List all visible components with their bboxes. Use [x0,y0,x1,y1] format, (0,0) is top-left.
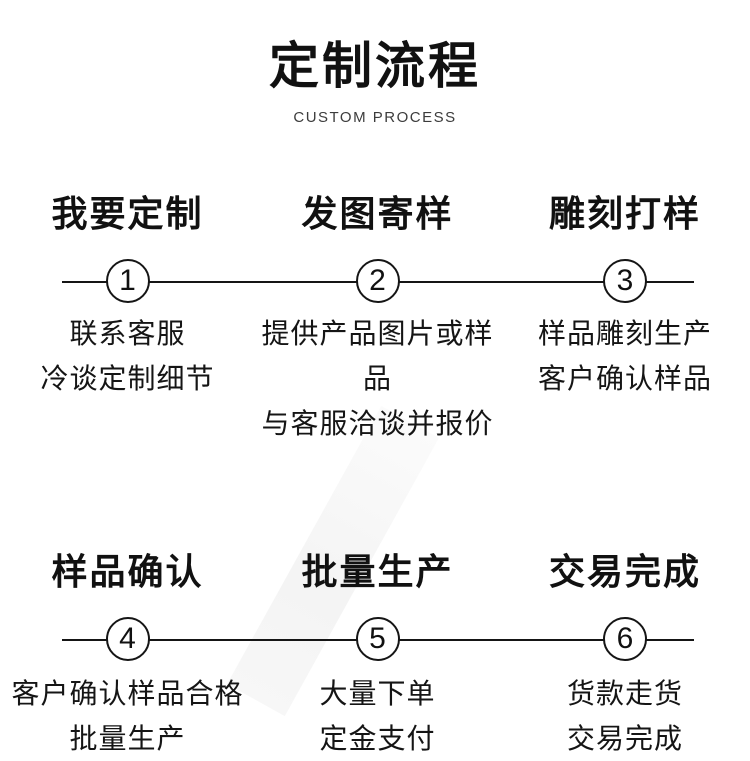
step-description-line: 与客服洽谈并报价 [261,407,494,439]
step-6-description: 货款走货 交易完成 [500,671,750,761]
step-description-line: 客户确认样品合格 [11,677,244,709]
step-description-line: 定金支付 [319,722,436,754]
page-title: 定制流程 [269,38,481,94]
step-6-title: 交易完成 [548,550,701,592]
step-description-line: 大量下单 [319,677,436,709]
row-1-titles: 我要定制 发图寄样 雕刻打样 [0,192,750,236]
header: 定制流程 CUSTOM PROCESS [0,0,750,126]
step-6-number-badge: 6 [603,616,647,661]
step-description-line: 样品雕刻生产 [537,317,712,349]
step-2-title: 发图寄样 [301,192,454,234]
step-2-number-badge: 2 [355,258,400,303]
step-description-line: 客户确认样品 [537,362,712,394]
row-2-descriptions: 客户确认样品合格 批量生产 大量下单 定金支付 货款走货 交易完成 [0,671,750,761]
row-2-titles: 样品确认 批量生产 交易完成 [0,550,750,594]
step-3-number-badge: 3 [603,258,647,303]
step-5-number-badge: 5 [355,616,400,661]
step-1-description: 联系客服 冷谈定制细节 [0,311,255,446]
step-description-line: 货款走货 [566,677,683,709]
step-2-description: 提供产品图片或样品 与客服洽谈并报价 [255,311,500,446]
step-description-line: 批量生产 [69,722,186,754]
step-5-title: 批量生产 [301,550,454,592]
row-1-descriptions: 联系客服 冷谈定制细节 提供产品图片或样品 与客服洽谈并报价 样品雕刻生产 客户… [0,311,750,446]
step-1-number-badge: 1 [105,258,150,303]
step-description-line: 联系客服 [69,317,186,349]
row-1-connector: 1 2 3 [0,236,750,326]
step-4-description: 客户确认样品合格 批量生产 [0,671,255,761]
step-description-line: 提供产品图片或样品 [261,317,494,394]
process-row-2: 样品确认 批量生产 交易完成 4 5 6 客户确认样品合格 批量生产 [0,550,750,761]
step-1-title: 我要定制 [51,192,204,234]
step-description-line: 交易完成 [566,722,683,754]
row-1-circles: 1 2 3 [0,236,750,326]
row-2-circles: 4 5 6 [0,594,750,684]
step-4-title: 样品确认 [51,550,204,592]
process-row-1: 我要定制 发图寄样 雕刻打样 1 2 3 联系客服 冷谈定制细节 [0,192,750,446]
step-4-number-badge: 4 [105,616,150,661]
step-5-description: 大量下单 定金支付 [255,671,500,761]
step-3-title: 雕刻打样 [548,192,701,234]
page-subtitle: CUSTOM PROCESS [293,108,457,126]
step-description-line: 冷谈定制细节 [40,362,215,394]
step-3-description: 样品雕刻生产 客户确认样品 [500,311,750,446]
row-2-connector: 4 5 6 [0,594,750,684]
